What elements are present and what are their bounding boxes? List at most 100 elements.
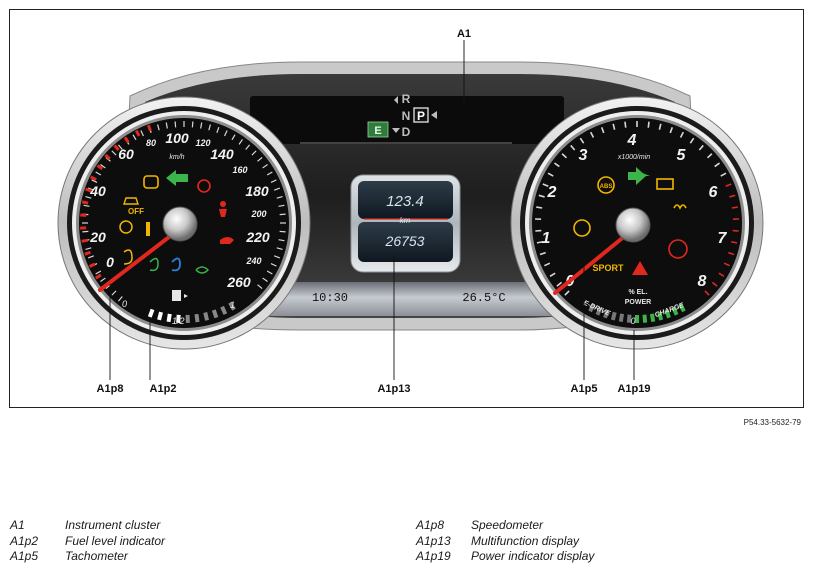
speed-red-dash — [81, 238, 88, 243]
legend-code: A1p13 — [416, 534, 451, 548]
power-segment — [649, 313, 656, 323]
tach-label-8: 8 — [698, 273, 707, 290]
temperature-display: 26.5°C — [462, 291, 505, 305]
traction-control-icon — [143, 175, 159, 189]
gear-indicator: R N P D E — [367, 92, 437, 139]
tach-tick — [544, 262, 551, 267]
speed-tick — [224, 130, 228, 137]
fuel-segment — [166, 313, 172, 323]
speed-tick — [87, 255, 94, 259]
tire-pressure-icon — [119, 220, 133, 234]
speed-label-20: 20 — [89, 229, 106, 245]
speed-tick — [270, 263, 277, 267]
tach-tick — [536, 206, 543, 209]
tach-label-5: 5 — [677, 147, 687, 164]
speed-label-140: 140 — [210, 146, 234, 162]
speed-red-dash — [147, 124, 152, 132]
speed-label-0: 0 — [106, 254, 114, 270]
clock-display: 10:30 — [312, 291, 348, 305]
legend-label: Speedometer — [471, 518, 544, 532]
speed-tick — [274, 187, 281, 191]
speed-tick — [266, 270, 273, 275]
speed-red-dash — [123, 136, 130, 144]
fuel-segment — [203, 312, 210, 321]
speedometer-hub — [162, 206, 198, 242]
speed-red-dash — [96, 164, 104, 171]
callout-lines — [109, 40, 635, 380]
tach-tick — [658, 123, 662, 130]
speed-label-40: 40 — [89, 183, 106, 199]
tach-tick — [536, 240, 544, 244]
hazard-warning-icon — [632, 261, 648, 275]
tach-tick — [579, 137, 585, 144]
legend-label: Fuel level indicator — [65, 534, 166, 548]
high-beam-icon — [171, 257, 181, 272]
speed-tick — [87, 187, 94, 191]
tach-tick — [542, 183, 549, 188]
tach-tick — [570, 144, 576, 151]
speed-tick — [208, 124, 211, 131]
speed-tick — [85, 247, 92, 250]
tach-label-4: 4 — [627, 132, 637, 149]
legend-label: Tachometer — [65, 549, 128, 563]
fuel-full-label: 1 — [230, 300, 235, 310]
callout-a1p8: A1p8 — [97, 383, 124, 395]
speed-tick — [231, 134, 236, 141]
speed-tick — [262, 164, 268, 169]
seatbelt-icon — [220, 201, 226, 207]
power-segment — [595, 306, 603, 316]
fuel-segment — [211, 309, 219, 319]
power-indicator-arc — [588, 303, 686, 323]
speed-red-dash — [88, 262, 96, 268]
power-segment — [657, 311, 664, 321]
tach-tick — [698, 144, 704, 151]
tach-tick — [589, 131, 595, 138]
speed-tick — [276, 196, 283, 199]
tach-unit: x1000/min — [617, 154, 650, 161]
speed-tick — [251, 150, 257, 156]
mfd-odometer: 26753 — [385, 233, 425, 249]
speed-tick — [91, 179, 98, 183]
tach-tick — [720, 172, 727, 177]
power-segment — [642, 314, 648, 323]
legend-code: A1 — [10, 518, 25, 532]
tach-tick — [706, 153, 713, 159]
fuel-segment — [157, 311, 163, 321]
speed-tick — [174, 121, 177, 128]
speed-tick — [216, 126, 220, 133]
tach-tick — [624, 121, 627, 128]
tach-label-1: 1 — [542, 230, 551, 247]
legend-code: A1p5 — [10, 549, 39, 563]
mfd-screen-top — [358, 181, 453, 219]
tach-tick — [731, 206, 738, 209]
speed-red-dash — [113, 144, 120, 152]
lower-panel — [255, 282, 560, 316]
gear-display-area — [250, 96, 564, 144]
power-segment — [603, 309, 610, 319]
arrow-up-icon — [394, 96, 398, 104]
callout-a1p2: A1p2 — [150, 383, 177, 395]
gear-p-box — [413, 107, 429, 123]
tach-tick — [556, 281, 563, 287]
tach-tick — [704, 290, 710, 296]
power-segment — [626, 314, 632, 323]
power-segment — [588, 303, 596, 313]
tach-tick — [564, 290, 570, 296]
speed-tick — [82, 230, 89, 233]
speed-tick — [257, 156, 263, 162]
speed-tick — [276, 247, 283, 250]
speed-tick — [165, 122, 168, 129]
gear-r: R — [402, 92, 411, 106]
legend-code: A1p8 — [416, 518, 445, 532]
speed-red-dash — [95, 273, 102, 280]
speed-tick — [278, 239, 285, 242]
tach-tick — [547, 172, 554, 177]
speed-red-dash — [90, 175, 97, 181]
reference-code: P54.33-5632-79 — [743, 418, 801, 427]
oil-icon — [220, 237, 234, 244]
callout-labels: A1 A1p8 A1p2 A1p13 A1p5 A1p19 — [97, 28, 651, 395]
tach-tick — [612, 123, 616, 130]
fuel-segment — [220, 305, 228, 315]
system-warning-yellow-icon — [573, 219, 591, 237]
esp-off-label: OFF — [128, 207, 144, 216]
